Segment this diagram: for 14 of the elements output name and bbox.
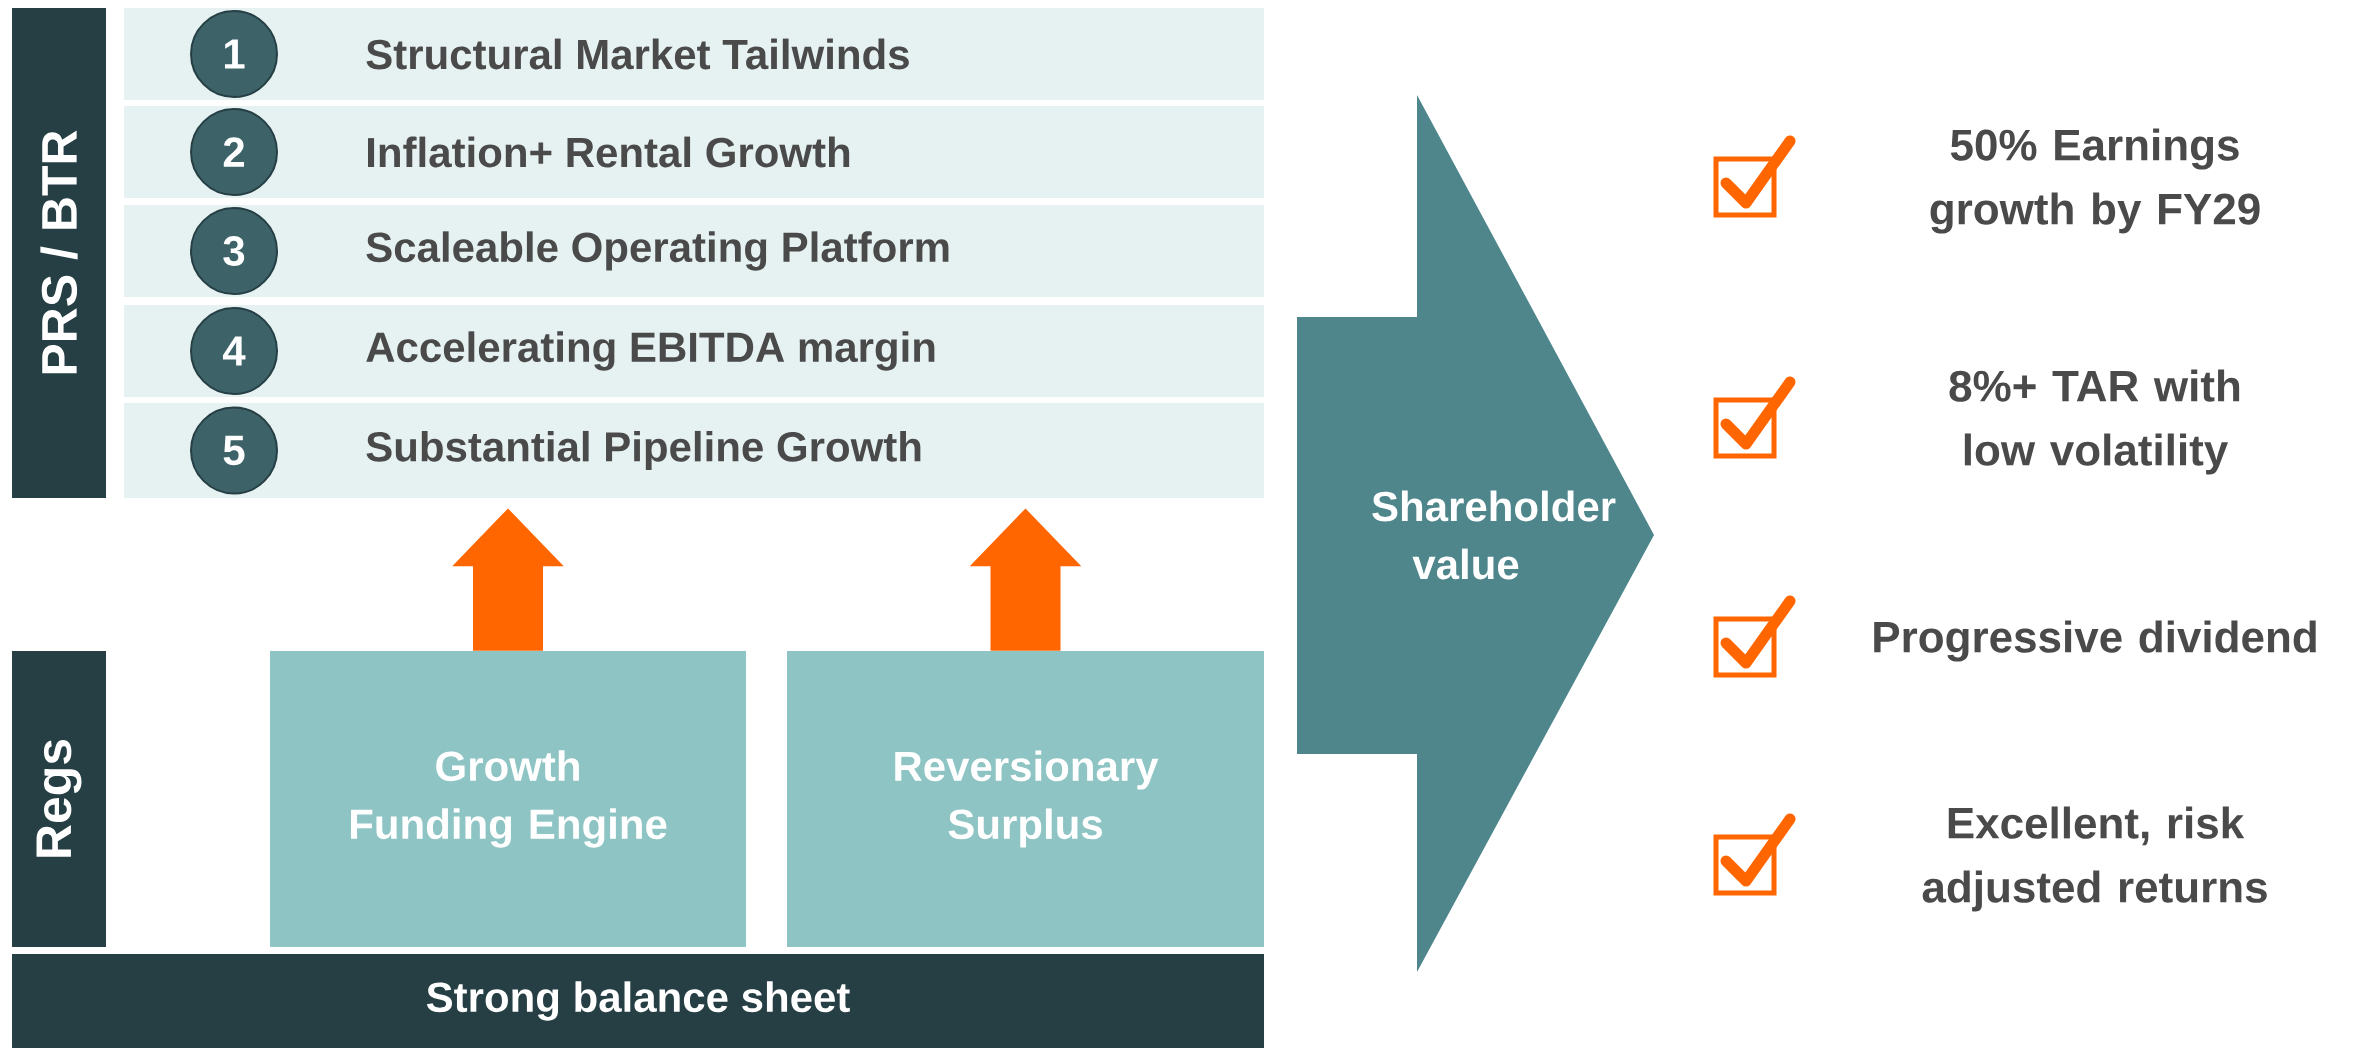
list-row: 3 Scaleable Operating Platform: [124, 205, 1264, 297]
base-bar: Strong balance sheet: [12, 954, 1264, 1048]
text-box: Reversionary Surplus: [787, 651, 1264, 947]
outcome-text: Progressive dividend: [1874, 620, 2316, 662]
side-band: Regs: [12, 651, 106, 947]
list-row: 4 Accelerating EBITDA margin: [124, 305, 1264, 397]
outcome-text: Excellent, risk adjusted returns: [1922, 806, 2267, 912]
list-row: 2 Inflation+ Rental Growth: [124, 106, 1264, 198]
list-row: 5 Substantial Pipeline Growth: [124, 403, 1264, 498]
text-box: Growth Funding Engine: [270, 651, 746, 947]
list-row: 1 Structural Market Tailwinds: [124, 8, 1264, 100]
side-band: PRS / BTR: [12, 8, 106, 498]
outcome-text: 8%+ TAR with low volatility: [1949, 369, 2240, 475]
outcome-text: 50% Earnings growth by FY29: [1930, 128, 2260, 234]
